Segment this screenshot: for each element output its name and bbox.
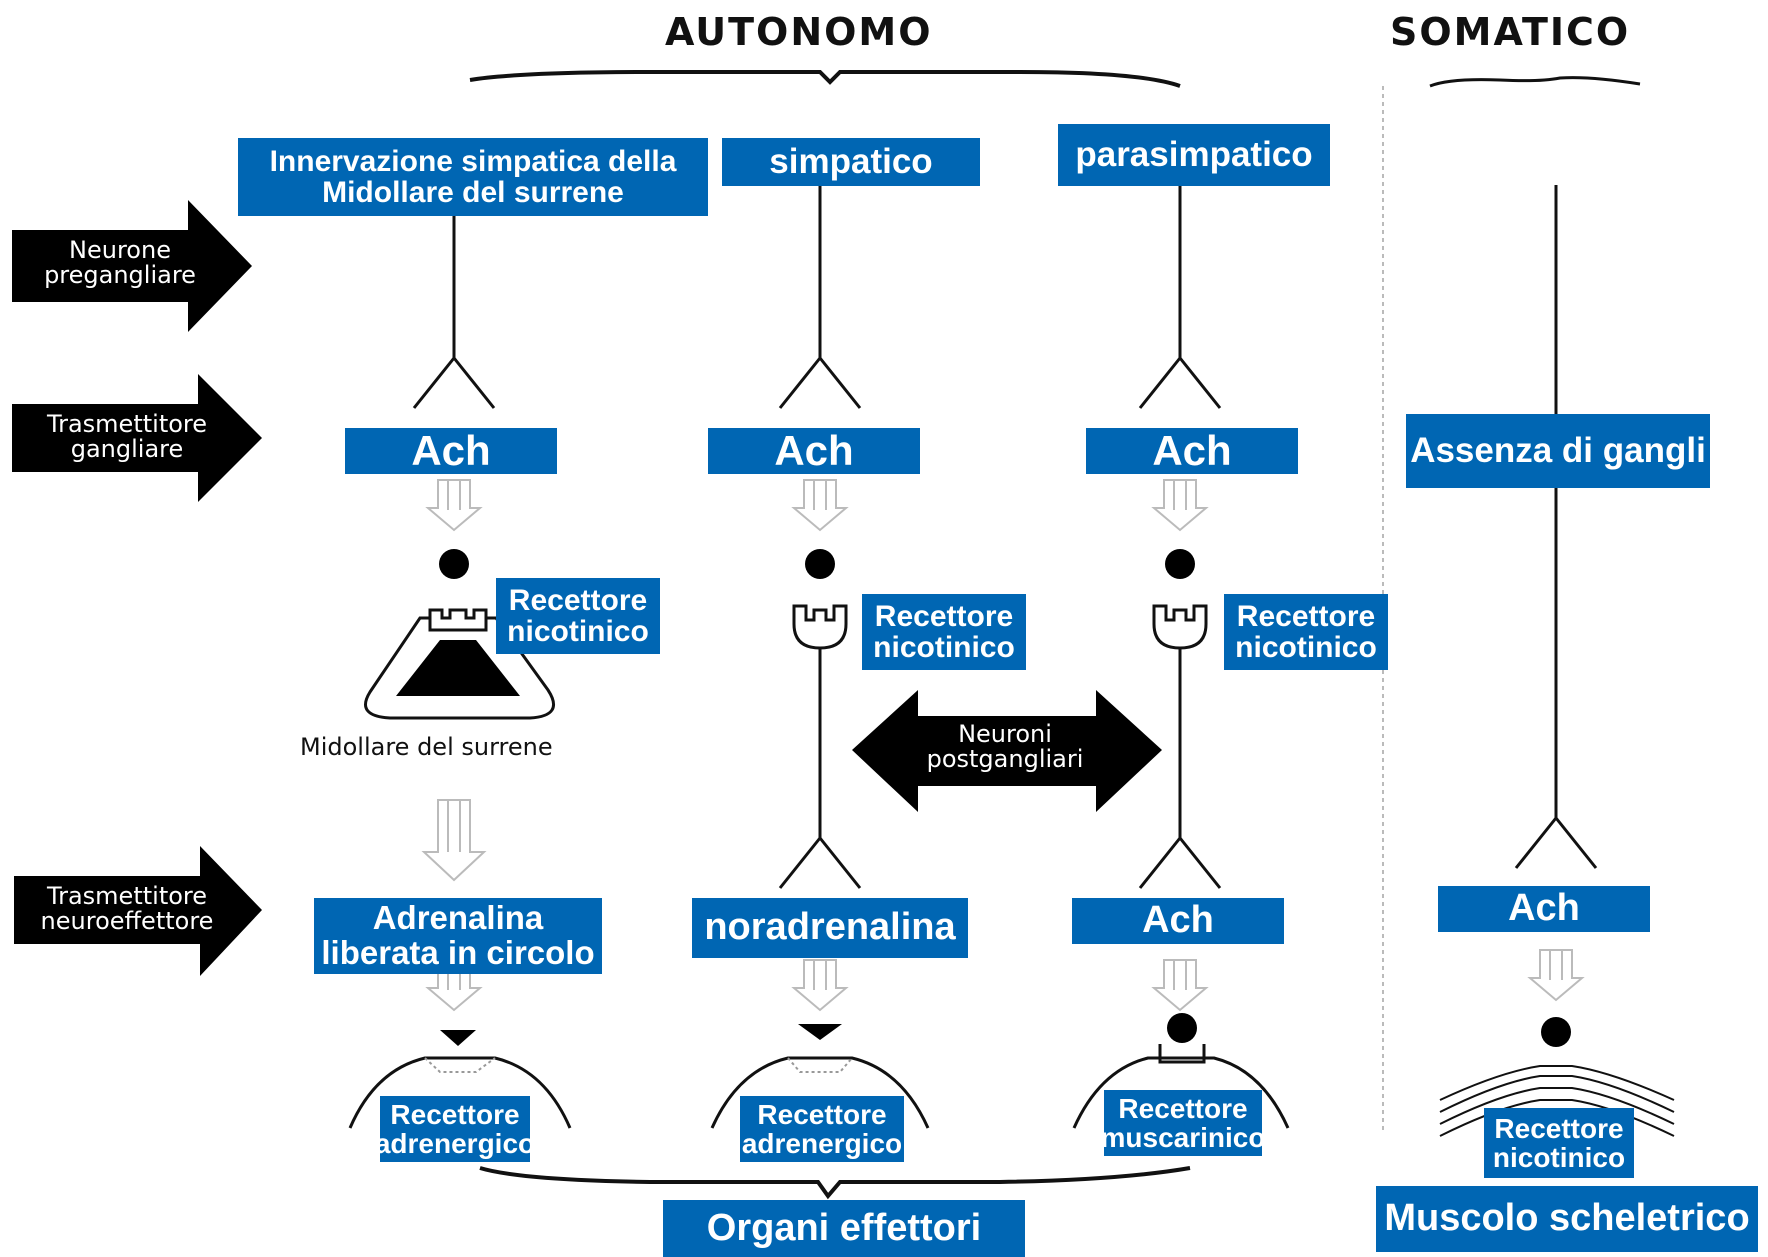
- preganglionic-arrow: [12, 200, 252, 332]
- neuroeffector-transmitter-label: Trasmettitore neuroeffettore: [40, 882, 214, 936]
- adrenaline-molecule: [440, 1030, 476, 1046]
- adrenal-adrenergic-receptor-label: Recettore adrenergico: [380, 1096, 530, 1162]
- ganglionic-transmitter-label: Trasmettitore gangliare: [46, 410, 208, 464]
- noradrenaline-label: noradrenalina: [692, 898, 968, 958]
- somatic-header: SOMATICO: [1390, 10, 1631, 54]
- effector-cell-1: [348, 1056, 572, 1129]
- somatic-nicotinic-receptor-label: Recettore nicotinico: [1484, 1108, 1634, 1178]
- parasympathetic-ganglionic-ach: Ach: [1086, 428, 1298, 474]
- sympathetic-adrenergic-receptor-label: Recettore adrenergico: [740, 1096, 904, 1162]
- adrenal-release-arrow: [421, 799, 487, 882]
- skeletal-muscle-label: Muscolo scheletrico: [1376, 1186, 1758, 1252]
- ganglionic-transmitter-arrow: [12, 374, 262, 502]
- effector-organs-brace: [479, 1166, 1191, 1200]
- parasympathetic-effector-ach: Ach: [1072, 898, 1284, 944]
- ach-molecule: [439, 549, 469, 579]
- effector-cell-2: [710, 1056, 930, 1129]
- parasympathetic-nicotinic-receptor-label: Recettore nicotinico: [1224, 594, 1388, 670]
- postganglionic-arrow: [852, 690, 1162, 812]
- postganglionic-arrow-label: Neuroni postgangliari: [926, 720, 1084, 774]
- noradrenaline-molecule: [798, 1024, 842, 1040]
- adrenal-innervation-title: Innervazione simpatica della Midollare d…: [238, 138, 708, 216]
- adrenal-ganglionic-ach: Ach: [345, 428, 557, 474]
- ach-molecule: [1167, 1013, 1197, 1043]
- neuroeffector-transmitter-arrow: [14, 846, 262, 976]
- no-ganglia-label: Assenza di gangli: [1406, 414, 1710, 488]
- ach-molecule: [1541, 1017, 1571, 1047]
- autonomic-header: AUTONOMO: [665, 10, 933, 54]
- effector-organs-label: Organi effettori: [663, 1200, 1025, 1257]
- effector-cell-3: [1072, 1056, 1290, 1129]
- sympathetic-ganglionic-ach: Ach: [708, 428, 920, 474]
- adrenaline-released-label: Adrenalina liberata in circolo: [314, 898, 602, 974]
- adrenal-nicotinic-receptor-label: Recettore nicotinico: [496, 578, 660, 654]
- muscarinic-receptor-label: Recettore muscarinico: [1104, 1090, 1262, 1156]
- somatico-brace: [1429, 76, 1641, 88]
- autonomo-brace: [469, 69, 1181, 88]
- sympathetic-nicotinic-receptor-label: Recettore nicotinico: [862, 594, 1026, 670]
- preganglionic-arrow-label: Neurone pregangliare: [44, 236, 196, 290]
- somatic-effector-ach: Ach: [1438, 886, 1650, 932]
- ach-molecule: [805, 549, 835, 579]
- skeletal-muscle: [1439, 1065, 1675, 1137]
- adrenal-medulla-label: Midollare del surrene: [300, 733, 553, 761]
- parasympathetic-title: parasimpatico: [1058, 124, 1330, 186]
- ach-molecule: [1165, 549, 1195, 579]
- sympathetic-title: simpatico: [722, 138, 980, 186]
